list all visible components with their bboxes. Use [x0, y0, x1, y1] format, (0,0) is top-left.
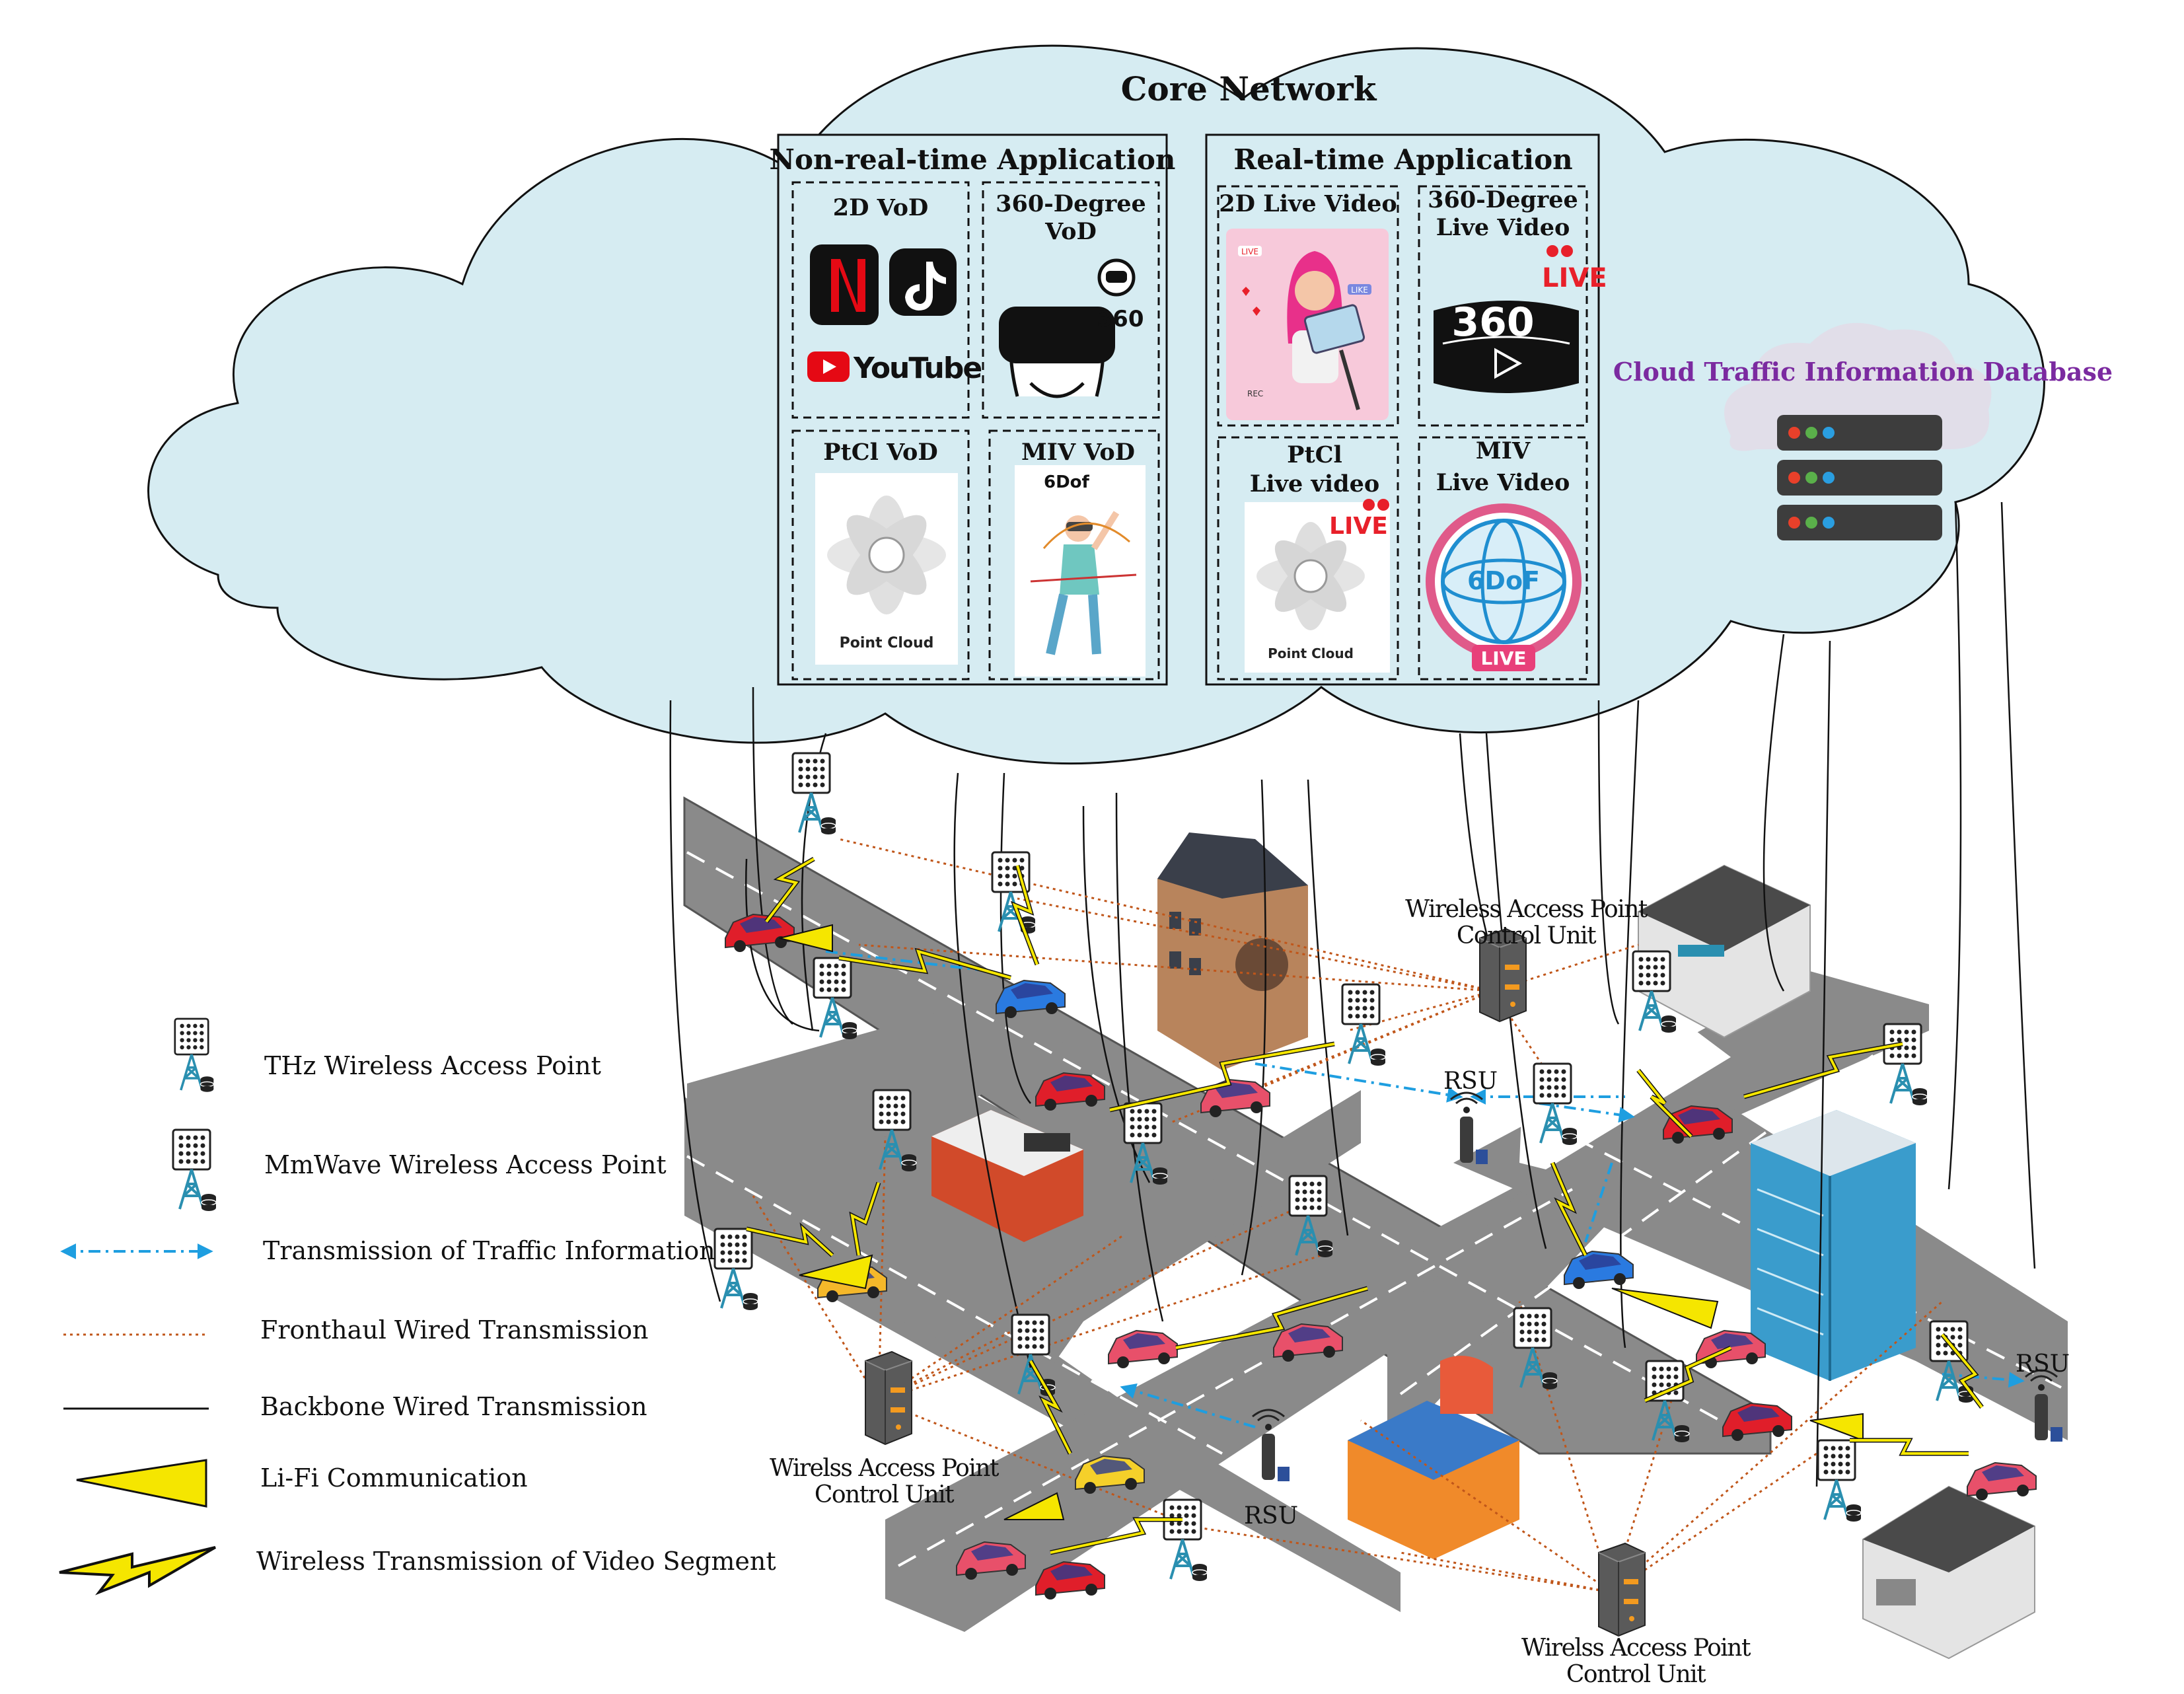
core-network-title: Core Network — [1121, 69, 1377, 108]
cloud-database-icon — [1724, 322, 1992, 540]
control-unit-server — [1598, 1543, 1646, 1637]
cell-ptcl-live-title-2: Live video — [1250, 470, 1379, 497]
access-point-tower — [991, 851, 1037, 935]
non-real-time-title: Non-real-time Application — [770, 143, 1176, 176]
live360-live: LIVE — [1542, 263, 1607, 293]
building-mall — [1348, 1356, 1519, 1559]
miv-live-live: LIVE — [1480, 647, 1526, 669]
cloud-db-label: Cloud Traffic Information Database — [1613, 357, 2113, 387]
access-point-tower — [1341, 983, 1387, 1067]
control-unit-top-label-2: Control Unit — [1457, 922, 1597, 949]
cell-ptcl-live-title-1: PtCl — [1287, 441, 1342, 468]
netflix-icon — [810, 244, 879, 325]
6dof-live-icon: 6DoF LIVE — [1426, 503, 1582, 671]
control-unit-bottom-label-1: Wirelss Access Point — [1521, 1635, 1751, 1662]
live-badge-360-icon: LIVE — [1542, 245, 1607, 293]
backbone-lines — [669, 501, 2036, 1487]
thz-access-point-icon — [174, 1017, 215, 1093]
rsu-label: RSU — [1244, 1502, 1298, 1529]
rsu-label: RSU — [2016, 1350, 2070, 1378]
legend-label-fronthaul: Fronthaul Wired Transmission — [260, 1315, 648, 1344]
rsu-icon — [1449, 1091, 1489, 1165]
control-unit-left-label-1: Wirelss Access Point — [770, 1455, 1000, 1482]
access-point-tower — [1163, 1498, 1208, 1582]
vod360-badge: 360 — [1097, 306, 1144, 332]
cell-miv-live-title-1: MIV — [1476, 437, 1531, 464]
cell-360-live-title-2: Live Video — [1436, 214, 1570, 241]
ptcl-vod-caption: Point Cloud — [840, 635, 934, 651]
cell-miv-vod-title: MIV VoD — [1021, 439, 1135, 466]
point-cloud-icon: Point Cloud — [815, 473, 958, 665]
vr-person-icon: 6Dof — [1015, 465, 1146, 677]
live2d-tag-rec: REC — [1247, 389, 1263, 398]
livestream-illustration-icon: LIVE LIKE REC — [1226, 229, 1389, 420]
access-point-tower — [1817, 1439, 1862, 1523]
real-time-title: Real-time Application — [1233, 143, 1572, 176]
ptcl-live-live: LIVE — [1329, 513, 1388, 540]
car — [1967, 1462, 2037, 1501]
live2d-tag-live: LIVE — [1241, 247, 1258, 256]
legend-label-lifi: Li-Fi Communication — [260, 1463, 528, 1492]
youtube-icon: YouTube — [807, 351, 982, 385]
building-warehouse-bottom — [1862, 1485, 2035, 1660]
cell-miv-live-title-2: Live Video — [1436, 469, 1570, 496]
building-office-tower — [1751, 1110, 1916, 1381]
building-warehouse-top — [1638, 864, 1811, 1039]
lifi-beam-icon — [76, 1459, 207, 1508]
legend-label-mmwave: MmWave Wireless Access Point — [264, 1150, 667, 1179]
point-cloud-live-icon: Point Cloud LIVE — [1245, 499, 1390, 673]
vr-headset-icon: 360 — [999, 258, 1144, 398]
360-video-icon: 360 — [1434, 299, 1579, 393]
rsu-label: RSU — [1443, 1068, 1498, 1095]
control-unit-bottom-label-2: Control Unit — [1566, 1661, 1706, 1688]
access-point-tower — [791, 752, 837, 836]
car — [1108, 1330, 1178, 1369]
legend-label-backbone: Backbone Wired Transmission — [260, 1392, 647, 1421]
ptcl-live-caption: Point Cloud — [1268, 645, 1354, 661]
youtube-wordmark: YouTube — [853, 351, 981, 385]
mmwave-access-point-icon — [172, 1128, 217, 1212]
control-unit-left-label-2: Control Unit — [815, 1481, 955, 1508]
tiktok-icon — [889, 248, 957, 316]
control-unit-server — [865, 1351, 912, 1445]
lane-markings — [686, 851, 2062, 1567]
cell-360-live-title-1: 360-Degree — [1428, 186, 1578, 213]
cell-360-vod-title-1: 360-Degree — [996, 190, 1146, 217]
miv-live-badge: 6DoF — [1467, 566, 1540, 595]
cell-2d-live-title: 2D Live Video — [1219, 190, 1397, 217]
cell-ptcl-vod-title: PtCl VoD — [823, 439, 937, 466]
miv-vod-caption: 6Dof — [1044, 472, 1090, 492]
access-point-tower — [1883, 1023, 1928, 1107]
legend: THz Wireless Access Point MmWave Wireles… — [59, 1017, 776, 1596]
building-cafe — [931, 1110, 1083, 1242]
cell-360-vod-title-2: VoD — [1044, 218, 1097, 245]
legend-label-video: Wireless Transmission of Video Segment — [256, 1547, 776, 1576]
live2d-tag-like: LIKE — [1351, 285, 1368, 295]
cell-2d-vod-title: 2D VoD — [833, 194, 929, 221]
legend-label-thz: THz Wireless Access Point — [264, 1051, 601, 1080]
lightning-icon — [59, 1546, 217, 1596]
control-unit-top-label-1: Wireless Access Point — [1405, 896, 1648, 923]
lifi-beams — [779, 924, 1864, 1520]
wireless-video-links-fill — [746, 858, 1983, 1554]
legend-label-traffic: Transmission of Traffic Information — [263, 1236, 715, 1265]
access-point-tower — [713, 1228, 759, 1311]
live360-badge: 360 — [1451, 299, 1534, 346]
building-house — [1157, 832, 1308, 1070]
